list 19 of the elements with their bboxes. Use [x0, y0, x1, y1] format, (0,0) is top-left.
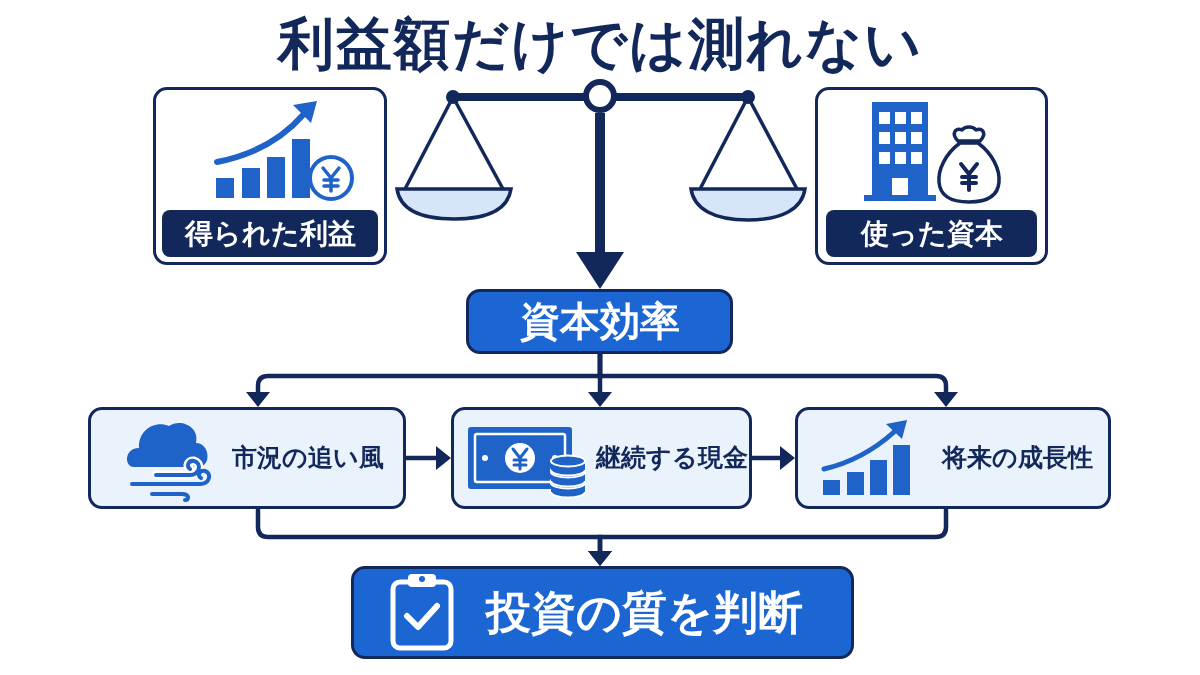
step-box: [451, 407, 752, 509]
result-box: [351, 566, 854, 659]
card: [815, 87, 1048, 265]
step-label: 将来の成長性: [942, 443, 1093, 473]
arrow: [406, 446, 451, 470]
label-banner: 得られた利益: [162, 210, 378, 257]
pivot-ring: [583, 79, 617, 113]
arrow: [752, 446, 795, 470]
arrow: [576, 113, 624, 289]
card: [153, 87, 387, 265]
conclusion-label: 投資の質を判断: [486, 585, 803, 640]
arrow: [597, 354, 958, 407]
step-box: [795, 407, 1111, 509]
step-box: [88, 407, 406, 509]
label-banner: 使った資本: [826, 210, 1037, 257]
title: 利益額だけでは測れない: [277, 13, 923, 75]
step-label: 継続する現金: [596, 443, 748, 473]
step-label: 市況の追い風: [232, 443, 384, 473]
process-box: 資本効率: [466, 289, 733, 354]
